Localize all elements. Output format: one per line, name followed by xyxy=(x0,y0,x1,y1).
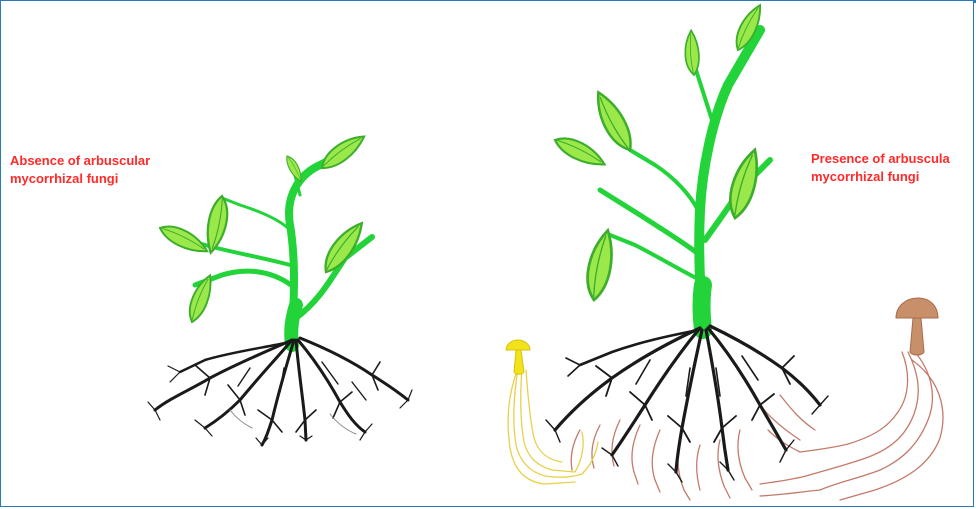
label-absence-of-fungi: Absence of arbuscular mycorrhizal fungi xyxy=(10,152,150,188)
mushroom-icon xyxy=(896,298,938,355)
plant-with-fungi xyxy=(506,3,943,500)
label-absence-line2: mycorrhizal fungi xyxy=(10,170,150,188)
label-presence-line2: mycorrhizal fungi xyxy=(811,168,950,186)
label-absence-line1: Absence of arbuscular xyxy=(10,152,150,170)
hyphae-icon xyxy=(571,352,943,500)
label-presence-of-fungi: Presence of arbuscula mycorrhizal fungi xyxy=(811,150,950,186)
leaf-icon xyxy=(158,218,210,262)
leaf-icon xyxy=(316,132,370,171)
leaf-icon xyxy=(683,30,701,75)
plant-without-fungi xyxy=(148,132,412,445)
mushroom-icon xyxy=(506,340,530,374)
roots-icon xyxy=(148,338,412,445)
roots-icon xyxy=(546,326,828,482)
leaf-icon xyxy=(552,129,607,175)
label-presence-line1: Presence of arbuscula xyxy=(811,150,950,168)
leaf-icon xyxy=(285,154,303,184)
leaf-icon xyxy=(593,87,635,155)
hyphae-icon xyxy=(508,368,598,484)
